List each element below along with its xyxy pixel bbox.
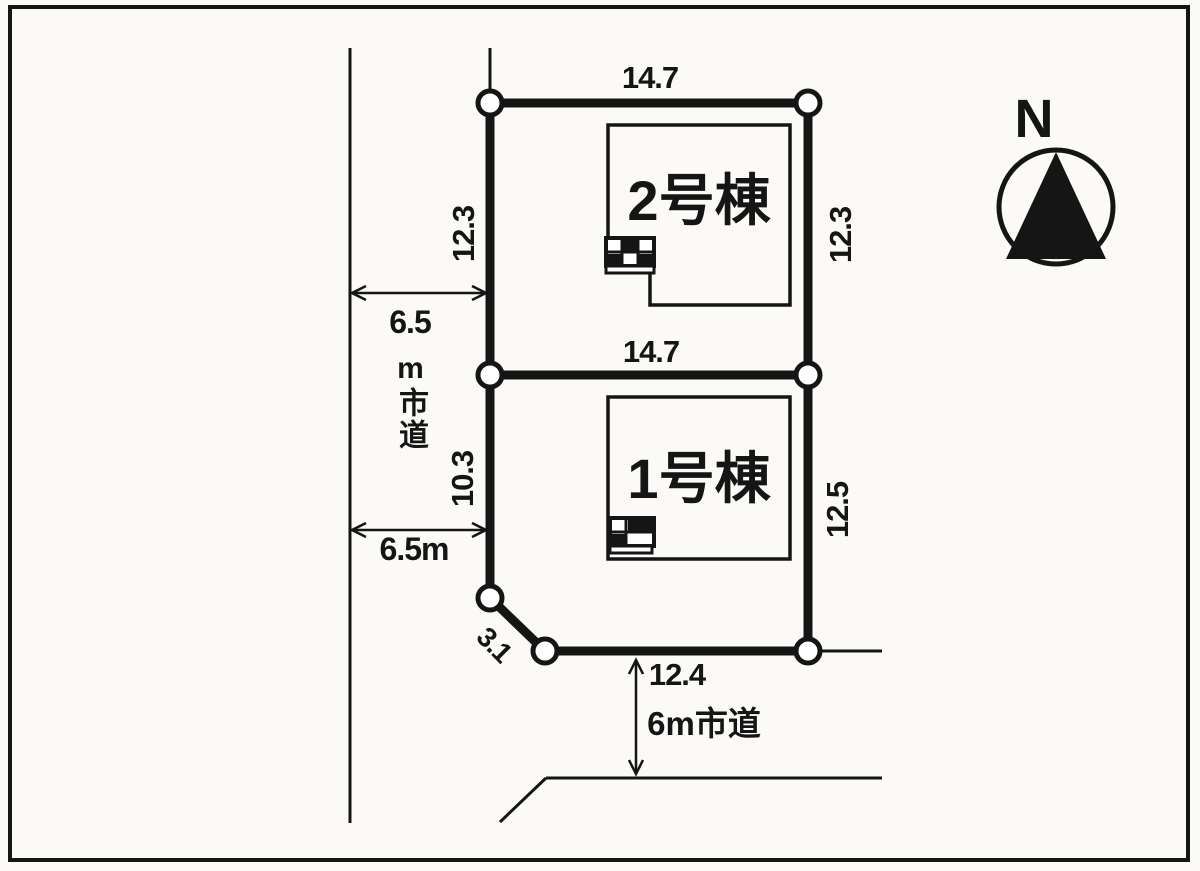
dimension-north-width: 14.7 — [621, 60, 679, 95]
dimension-south-width: 12.4 — [648, 657, 706, 692]
survey-point-se — [793, 636, 823, 666]
arrowhead-right-icon — [471, 521, 489, 539]
arrowhead-up-icon — [627, 657, 645, 675]
west-road-width: 6.5 — [389, 303, 431, 340]
survey-point-mid-west — [475, 360, 505, 390]
dimension-middle-width: 14.7 — [622, 334, 680, 369]
building-2-label: 2号棟 — [627, 168, 771, 232]
page-border-frame — [8, 5, 1190, 862]
west-road-dimension-arrows — [349, 284, 489, 539]
north-compass-icon — [996, 147, 1116, 267]
dimension-west-upper-depth: 12.3 — [446, 205, 481, 263]
west-road-width-lower: 6.5m — [379, 530, 450, 567]
survey-point-nw — [475, 88, 505, 118]
north-letter: N — [1014, 89, 1054, 149]
survey-point-chamfer-bottom — [530, 636, 560, 666]
arrowhead-down-icon — [627, 759, 645, 777]
survey-point-mid-east — [793, 360, 823, 390]
south-road-dimension-arrow — [627, 657, 645, 777]
arrowhead-left-icon — [349, 521, 367, 539]
survey-point-ne — [793, 88, 823, 118]
dimension-west-lower-depth: 10.3 — [445, 450, 480, 508]
west-road-name-vertical: m市道 — [394, 351, 427, 451]
entrance-steps-icon — [604, 236, 656, 275]
south-road-name: 6m市道 — [647, 705, 761, 742]
dimension-east-upper-depth: 12.3 — [823, 206, 858, 264]
survey-point-chamfer-top — [475, 583, 505, 613]
arrowhead-left-icon — [349, 284, 367, 302]
arrowhead-right-icon — [471, 284, 489, 302]
building-1-label: 1号棟 — [627, 446, 771, 510]
survey-point-markers — [475, 88, 823, 666]
road-lines — [348, 48, 882, 824]
entrance-steps-icon — [608, 516, 656, 555]
south-road-corner-line — [498, 776, 548, 824]
dimension-east-lower-depth: 12.5 — [820, 481, 855, 539]
building-1-outline — [606, 395, 792, 561]
